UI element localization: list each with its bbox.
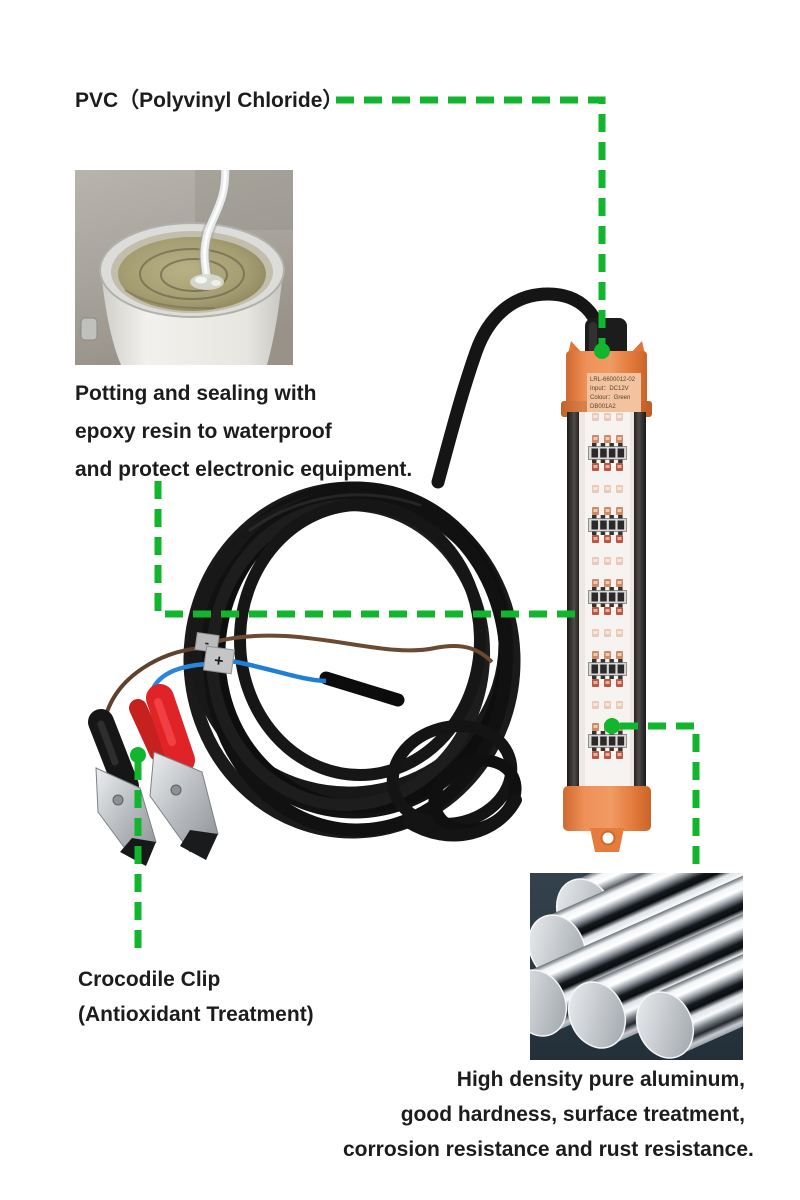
potting-caption-line: epoxy resin to waterproof [75,420,332,443]
aluminum-rods-illustration [530,873,743,1060]
aluminum-caption-line: good hardness, surface treatment, [400,1103,745,1126]
pvc-caption: PVC（Polyvinyl Chloride） [75,89,344,112]
heatshrink-joint [319,671,405,707]
underwater-light-illustration: LRL-6600012-02 Input：DC12V Colour：Green … [561,318,652,852]
underwater-light: LRL-6600012-02 Input：DC12V Colour：Green … [558,315,655,860]
crocodile-caption-line: (Antioxidant Treatment) [78,1003,314,1026]
bottom-cap [563,786,651,852]
crocodile-caption-line: Crocodile Clip [78,968,221,991]
led-strip [588,413,627,759]
terminal-block-positive: + [202,645,236,675]
aluminum-caption-line: High density pure aluminum, [456,1068,745,1091]
epoxy-resin-illustration [75,170,293,365]
aluminum-rods-photo [530,873,743,1060]
blue-wire [230,658,327,684]
svg-text:-: - [204,635,210,650]
brown-wire [104,646,201,716]
crocodile-clips [88,684,219,866]
svg-text:+: + [213,652,225,670]
potting-caption-line: Potting and sealing with [75,382,317,405]
crocodile-caption: Crocodile Clip (Antioxidant Treatment) [78,962,314,1032]
aluminum-caption-line: corrosion resistance and rust resistance… [343,1138,754,1161]
epoxy-resin-photo [75,170,293,365]
svg-text:DB001A2: DB001A2 [590,404,616,410]
spec-label: LRL-6600012-02 Input：DC12V Colour：Green … [587,373,641,415]
aluminum-rod [530,873,743,1059]
light-tube [567,412,646,790]
brown-wire [217,633,494,664]
svg-text:Input：DC12V: Input：DC12V [590,386,629,392]
aluminum-caption: High density pure aluminum, good hardnes… [343,1062,754,1167]
svg-text:Colour：Green: Colour：Green [590,395,630,401]
svg-text:LRL-6600012-02: LRL-6600012-02 [590,377,636,383]
potting-caption-line: and protect electronic equipment. [75,458,413,481]
potting-caption: Potting and sealing with epoxy resin to … [75,375,412,489]
